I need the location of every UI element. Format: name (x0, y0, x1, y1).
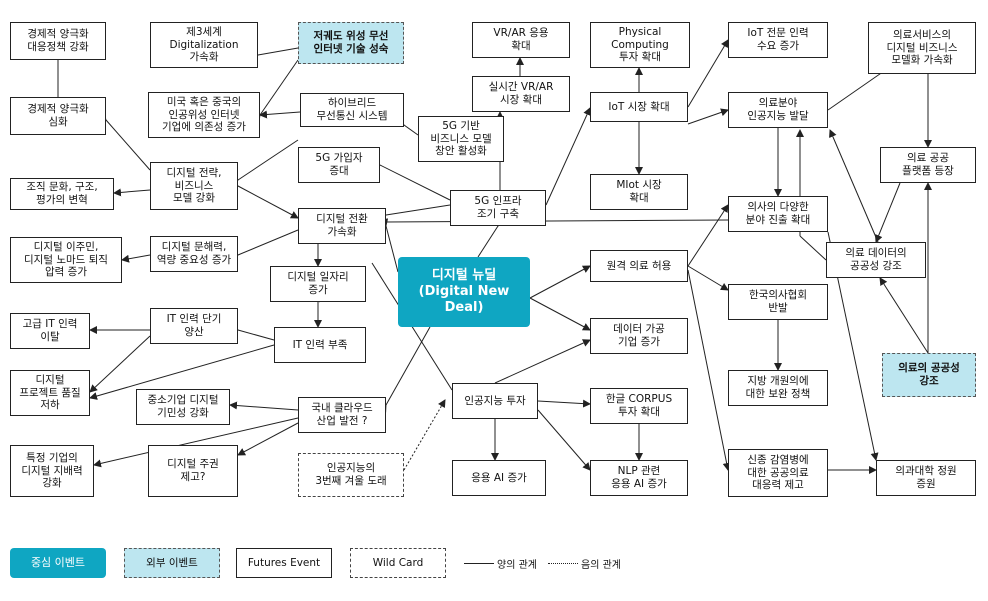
legend-positive-label: 양의 관계 (497, 559, 537, 571)
edge-59 (829, 129, 879, 243)
node-applied-ai: 응용 AI 증가 (452, 460, 546, 496)
legend-wild-swatch: Wild Card (350, 548, 446, 578)
node-iot-workforce: IoT 전문 인력 수요 증가 (728, 22, 828, 58)
edge-18 (89, 335, 151, 393)
node-med-public: 의료의 공공성 강조 (882, 353, 976, 397)
legend-dotted-line (548, 562, 578, 564)
edge-22 (237, 422, 299, 456)
node-med-biz: 의료서비스의 디지털 비즈니스 모델화 가속화 (868, 22, 976, 74)
node-doctor-div: 의사의 다양한 분야 진출 확대 (728, 196, 828, 232)
edge-29 (477, 217, 506, 258)
node-sat-dependency: 미국 혹은 중국의 인공위성 인터넷 기업에 의존성 증가 (148, 92, 260, 138)
edge-38 (529, 297, 591, 331)
node-strategy: 디지털 전략, 비즈니스 모델 강화 (150, 162, 238, 210)
legend-negative: 음의 관계 (548, 553, 621, 573)
legend-positive: 양의 관계 (464, 553, 537, 573)
edge-6 (98, 112, 151, 171)
edge-45 (687, 265, 729, 291)
node-it-training: IT 인력 단기 양산 (150, 308, 238, 344)
node-econ-deep: 경제적 양극화 심화 (10, 97, 106, 135)
edge-3 (250, 47, 299, 61)
node-physical: Physical Computing 투자 확대 (590, 22, 690, 68)
node-org-change: 조직 문화, 구조, 평가의 변혁 (10, 178, 114, 210)
node-med-platform: 의료 공공 플랫폼 등장 (880, 147, 976, 183)
node-5g-sub: 5G 가입자 증대 (298, 147, 380, 183)
edge-4 (259, 110, 301, 119)
node-sovereignty: 디지털 주권 제고? (148, 445, 238, 497)
edge-19 (89, 344, 275, 400)
legend-negative-label: 음의 관계 (581, 559, 621, 571)
node-cloud: 국내 클라우드 산업 발전 ? (298, 397, 386, 433)
edge-34 (687, 39, 729, 108)
edge-47 (687, 108, 729, 125)
node-remote-med: 원격 의료 허용 (590, 250, 688, 282)
node-nlp: NLP 관련 응용 AI 증가 (590, 460, 688, 496)
legend-solid-line (464, 562, 494, 564)
node-dx: 디지털 전환 가속화 (298, 208, 386, 244)
node-hybrid: 하이브리드 무선통신 시스템 (300, 93, 404, 127)
edge-33 (385, 219, 729, 223)
node-5g-biz: 5G 기반 비즈니스 모델 창안 활성화 (418, 116, 504, 162)
edge-8 (121, 254, 151, 263)
node-it-shortage: IT 인력 부족 (274, 327, 366, 363)
edge-43 (537, 409, 591, 471)
edge-46 (687, 269, 731, 471)
node-digital-migrant: 디지털 이주민, 디지털 노마드 퇴직 압력 증가 (10, 237, 122, 283)
edge-11 (229, 139, 299, 188)
node-5g-infra: 5G 인프라 조기 구축 (450, 190, 546, 226)
node-regional: 지방 개원의에 대한 보완 정책 (728, 370, 828, 406)
node-platform-control: 특정 기업의 디지털 지배력 강화 (10, 445, 94, 497)
node-epidemic: 신종 감염병에 대한 공공의료 대응력 제고 (728, 449, 828, 497)
edge-26 (395, 117, 419, 136)
node-econ-policy: 경제적 양극화 대응정책 강화 (10, 22, 106, 60)
edge-40 (537, 399, 591, 408)
legend-futures-swatch: Futures Event (236, 548, 332, 578)
edge-37 (529, 265, 591, 299)
edge-24 (403, 399, 446, 471)
edge-2 (252, 59, 299, 124)
legend-external-swatch: 외부 이벤트 (124, 548, 220, 578)
node-corpus: 한글 CORPUS 투자 확대 (590, 388, 688, 424)
node-data-proc: 데이터 가공 기업 증가 (590, 318, 688, 354)
edge-32 (545, 107, 591, 206)
edge-21 (93, 417, 299, 468)
edge-10 (229, 179, 299, 219)
node-jobs: 디지털 일자리 증가 (270, 266, 366, 302)
edge-7 (113, 188, 151, 197)
node-iot-market: IoT 시장 확대 (590, 92, 688, 122)
node-sme: 중소기업 디지털 기민성 강화 (136, 389, 230, 425)
edge-44 (687, 204, 729, 267)
node-miot: MIot 시장 확대 (590, 174, 688, 210)
legend-core-swatch: 중심 이벤트 (10, 548, 106, 578)
node-vrar-market: 실시간 VR/AR 시장 확대 (472, 76, 570, 112)
node-kma: 한국의사협회 반발 (728, 284, 828, 320)
node-project-quality: 디지털 프로젝트 품질 저하 (10, 370, 90, 416)
edge-23 (379, 326, 431, 414)
edge-28 (378, 204, 451, 221)
node-digital-new-deal: 디지털 뉴딜 (Digital New Deal) (398, 257, 530, 327)
edge-9 (230, 229, 299, 262)
node-med-ai: 의료분야 인공지능 발달 (728, 92, 828, 128)
edge-57 (799, 235, 827, 261)
edge-12 (380, 218, 399, 273)
node-it-leave: 고급 IT 인력 이탈 (10, 313, 90, 349)
node-med-school: 의과대학 정원 증원 (876, 460, 976, 496)
node-literacy: 디지털 문해력, 역량 중요성 증가 (150, 236, 238, 272)
node-ai-winter: 인공지능의 3번째 겨울 도래 (298, 453, 404, 497)
node-ai-invest: 인공지능 투자 (452, 383, 538, 419)
node-vrar-app: VR/AR 응용 확대 (472, 22, 570, 58)
edge-16 (230, 324, 275, 341)
edge-39 (494, 339, 591, 384)
edge-52 (874, 182, 901, 243)
edge-20 (229, 401, 299, 411)
node-third-world: 제3세계 Digitalization 가속화 (150, 22, 258, 68)
node-satellite: 저궤도 위성 무선 인터넷 기술 성숙 (298, 22, 404, 64)
edge-53 (879, 277, 929, 354)
edge-27 (379, 164, 451, 201)
node-med-data: 의료 데이터의 공공성 강조 (826, 242, 926, 278)
